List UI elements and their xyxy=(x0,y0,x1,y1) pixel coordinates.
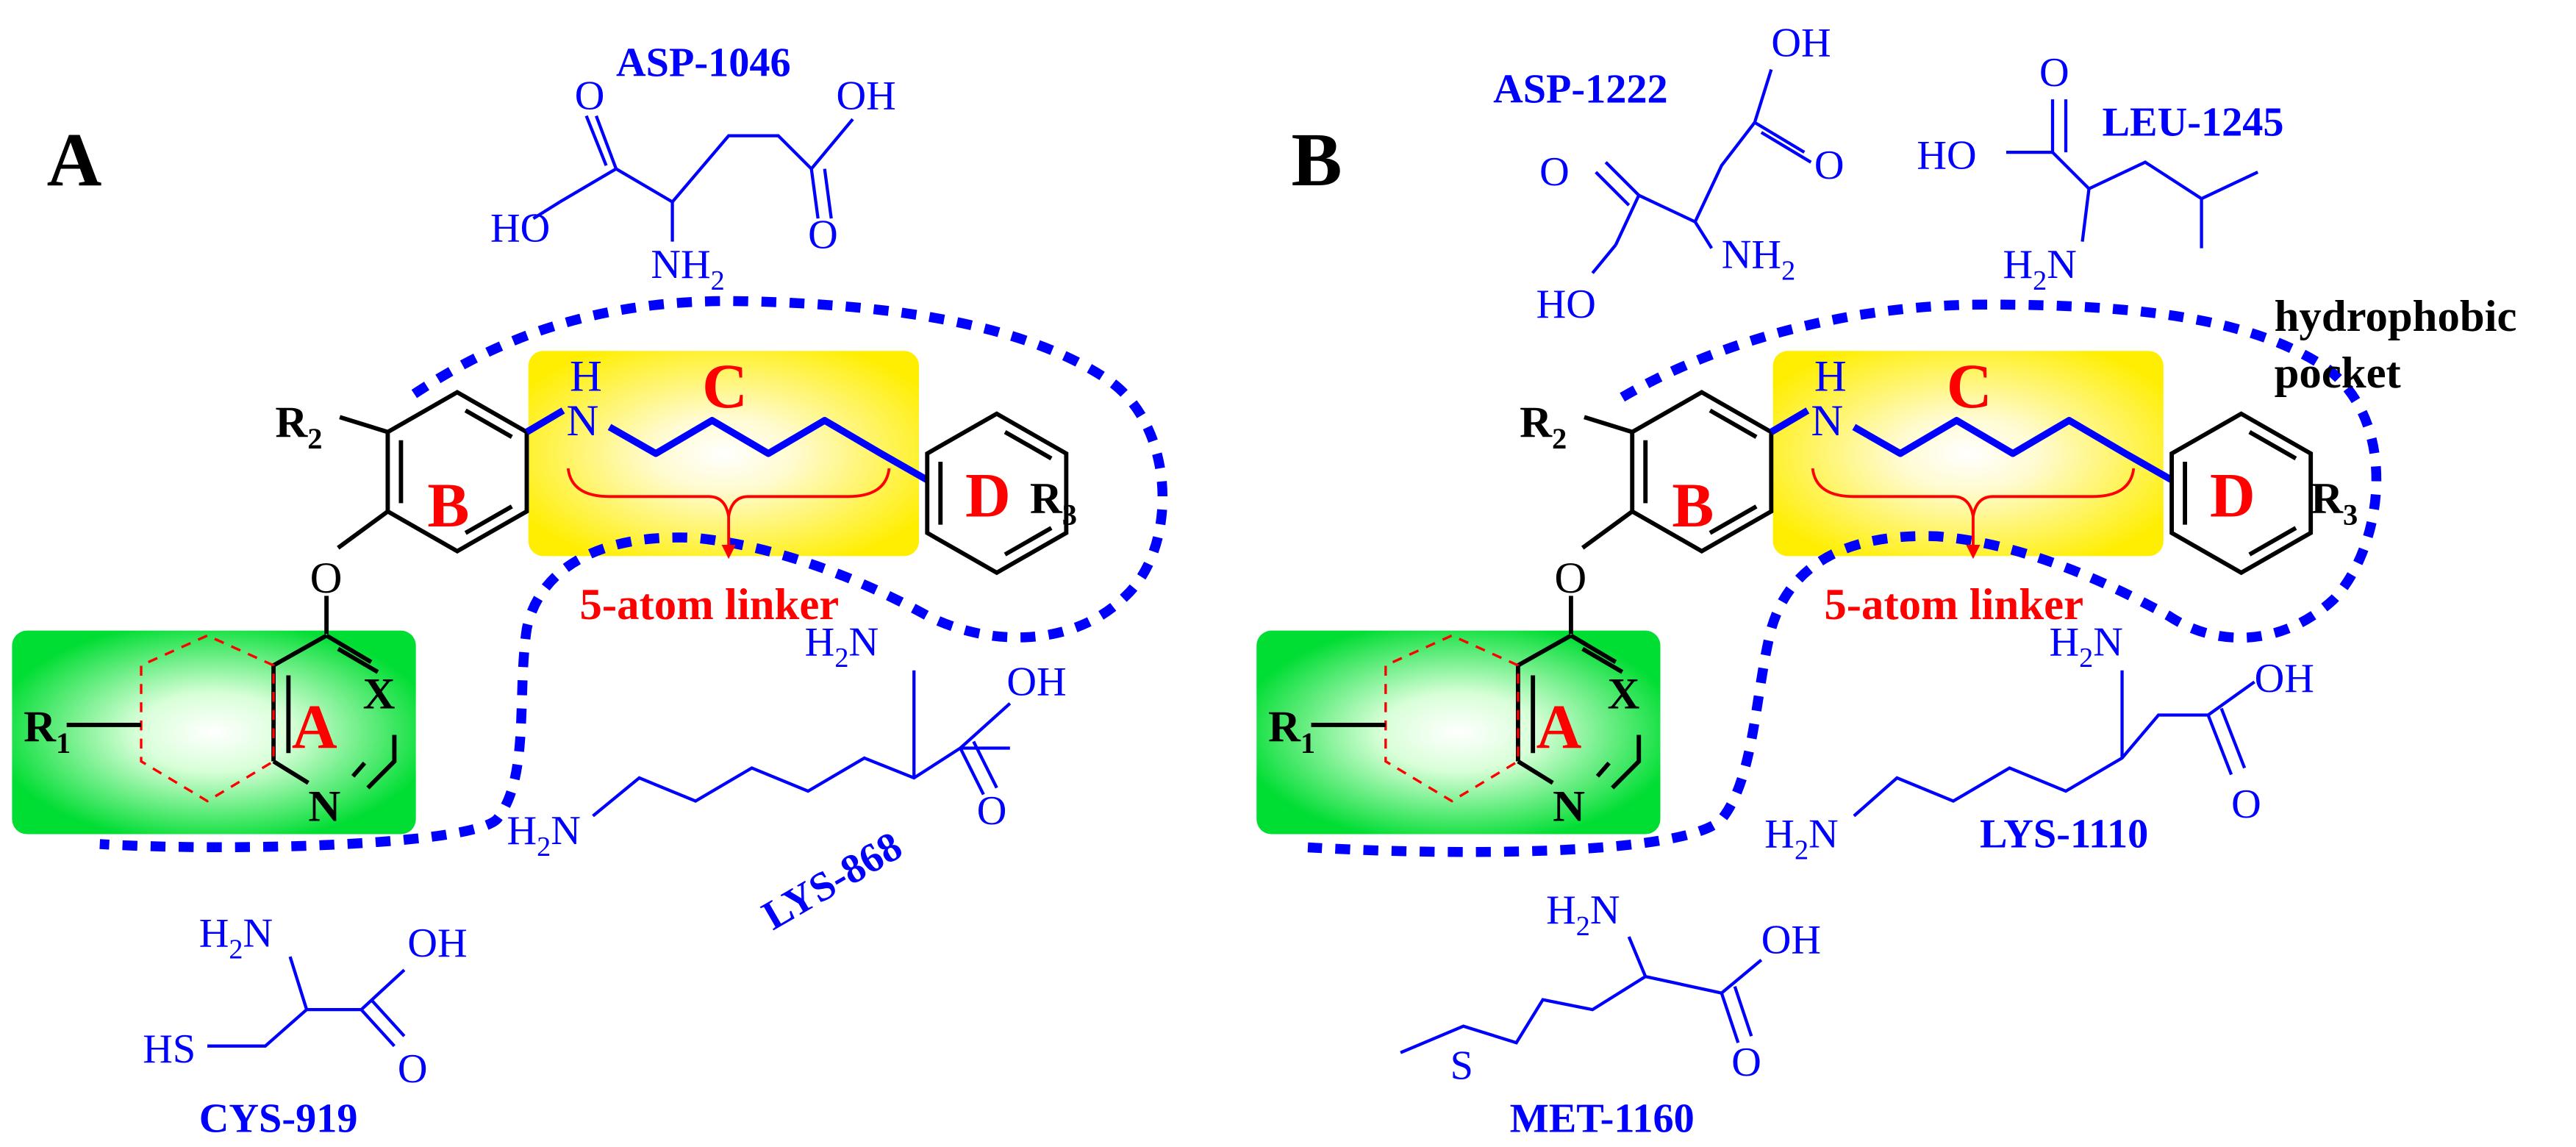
pocket-outline xyxy=(99,296,1168,853)
ring-c-label: C xyxy=(1947,351,1992,421)
linker-label: 5-atom linker xyxy=(580,580,840,629)
svg-text:HO: HO xyxy=(1536,282,1596,327)
svg-text:OH: OH xyxy=(1761,918,1821,963)
panel-a-label: A xyxy=(47,118,102,202)
ring-a-highlight-box xyxy=(1256,630,1661,835)
panel-a: A R2 B O R1 xyxy=(12,40,1168,1142)
ring-d-label: D xyxy=(2210,460,2255,530)
residue-name: MET-1160 xyxy=(1510,1096,1695,1142)
ring-a-fused-ring xyxy=(1384,634,1520,803)
ring-a-structure xyxy=(271,633,397,790)
ring-a-x-atom: X xyxy=(363,669,396,718)
residue-asp-1046: ASP-1046 O OH HO O NH2 xyxy=(490,40,896,296)
svg-text:HO: HO xyxy=(490,206,550,251)
ring-b-structure xyxy=(1581,390,1774,554)
svg-text:OH: OH xyxy=(836,74,895,119)
linker-nh-h: H xyxy=(1814,351,1847,401)
svg-text:H2N: H2N xyxy=(1764,812,1838,866)
residue-name: LEU-1245 xyxy=(2103,100,2284,146)
svg-text:NH2: NH2 xyxy=(651,242,724,296)
residue-name: LYS-1110 xyxy=(1980,812,2148,857)
svg-text:O: O xyxy=(575,74,605,119)
ring-a-label: A xyxy=(292,692,337,762)
svg-text:H2N: H2N xyxy=(1546,887,1620,942)
r2-substituent: R2 xyxy=(1520,398,1567,455)
panel-b-label: B xyxy=(1292,118,1342,202)
residue-lys-868: H2N OH O H2N LYS-868 xyxy=(507,619,1066,939)
ring-a-fused-ring xyxy=(140,634,275,803)
ring-d-label: D xyxy=(965,460,1011,530)
svg-text:OH: OH xyxy=(407,921,467,966)
residue-met-1160: H2N OH O S MET-1160 xyxy=(1400,887,1821,1142)
residue-leu-1245: LEU-1245 O HO H2N xyxy=(1917,50,2283,296)
ring-b-label: B xyxy=(1672,471,1714,540)
svg-text:O: O xyxy=(398,1046,428,1092)
r2-substituent: R2 xyxy=(275,398,322,455)
svg-text:O: O xyxy=(808,212,838,258)
svg-text:OH: OH xyxy=(1771,21,1831,66)
ring-a-n-atom: N xyxy=(308,782,340,832)
svg-text:HO: HO xyxy=(1917,133,1976,179)
residue-name: CYS-919 xyxy=(199,1096,358,1142)
ring-a-x-atom: X xyxy=(1607,669,1639,718)
ring-a-label: A xyxy=(1536,692,1582,762)
linker-chain xyxy=(607,417,929,483)
ring-c-label: C xyxy=(702,351,748,421)
residue-lys-1110: H2N OH O H2N LYS-1110 xyxy=(1764,619,2314,865)
residue-cys-919: H2N OH HS O CYS-919 xyxy=(143,911,467,1142)
svg-text:S: S xyxy=(1450,1043,1473,1089)
svg-text:H2N: H2N xyxy=(2049,619,2122,673)
r3-substituent: R3 xyxy=(2311,474,2358,532)
svg-text:H2N: H2N xyxy=(2003,242,2076,296)
pocket-outline xyxy=(1307,299,2382,857)
svg-text:OH: OH xyxy=(1006,659,1066,704)
linker-nh-bond xyxy=(525,407,565,435)
linker-nh-n: N xyxy=(567,396,599,446)
r3-substituent: R3 xyxy=(1030,474,1077,532)
svg-text:H2N: H2N xyxy=(199,911,273,965)
svg-text:HS: HS xyxy=(143,1026,196,1072)
svg-text:H2N: H2N xyxy=(805,619,879,673)
ether-oxygen: O xyxy=(310,554,343,603)
ring-d-structure xyxy=(2169,411,2314,576)
svg-text:O: O xyxy=(1539,149,1570,195)
residue-name: ASP-1046 xyxy=(616,40,791,86)
residue-asp-1222: ASP-1222 OH O O HO NH2 xyxy=(1493,21,1844,328)
ring-d-structure xyxy=(925,411,1069,576)
linker-chain xyxy=(1852,417,2174,483)
linker-nh-h: H xyxy=(570,351,602,401)
r1-substituent: R1 xyxy=(24,702,71,760)
linker-nh-n: N xyxy=(1811,396,1843,446)
svg-text:O: O xyxy=(2231,782,2261,827)
ring-b-label: B xyxy=(427,471,469,540)
ether-oxygen: O xyxy=(1554,554,1586,603)
r1-substituent: R1 xyxy=(1268,702,1315,760)
panel-b: B R2 B O R1 X N A xyxy=(1256,21,2517,1142)
svg-text:O: O xyxy=(977,788,1007,834)
svg-text:O: O xyxy=(2039,50,2069,96)
svg-text:H2N: H2N xyxy=(507,808,580,862)
svg-text:NH2: NH2 xyxy=(1722,232,1795,287)
svg-text:OH: OH xyxy=(2255,656,2314,701)
residue-name: ASP-1222 xyxy=(1493,67,1668,112)
linker-highlight-box xyxy=(1772,351,2164,557)
linker-label: 5-atom linker xyxy=(1824,580,2083,629)
ring-a-highlight-box xyxy=(12,630,416,835)
linker-highlight-box xyxy=(528,351,920,557)
svg-text:O: O xyxy=(1814,143,1845,188)
svg-text:O: O xyxy=(1731,1040,1761,1085)
linker-nh-bond xyxy=(1769,407,1810,435)
residue-name: LYS-868 xyxy=(755,823,910,939)
ring-a-n-atom: N xyxy=(1553,782,1585,832)
